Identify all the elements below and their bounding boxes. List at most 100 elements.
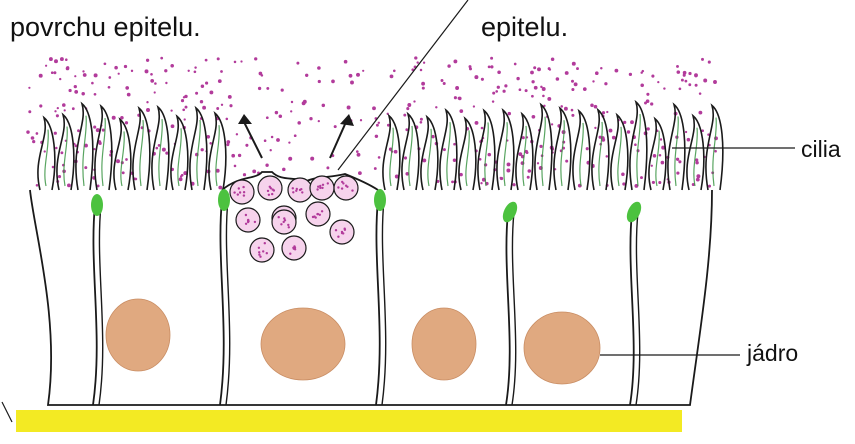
mucus-dot (595, 71, 599, 75)
mucus-dot (480, 182, 482, 184)
mucus-dot (528, 169, 532, 173)
granule-dot (327, 182, 329, 184)
granule-dot (243, 191, 245, 193)
mucus-dot (615, 69, 619, 73)
mucus-dot (683, 74, 686, 77)
mucus-dot (94, 93, 97, 96)
mucus-dot (49, 57, 53, 61)
mucus-dot (600, 67, 602, 69)
mucus-dot (651, 75, 654, 78)
mucus-dot (455, 86, 459, 90)
granule-dot (292, 191, 294, 193)
mucus-dot (413, 100, 415, 102)
mucus-dot (698, 111, 702, 115)
mucus-dot (454, 96, 457, 99)
mucus-dot (53, 71, 56, 74)
tight-junction (624, 199, 644, 224)
mucus-dot (356, 73, 360, 77)
cilium-core (390, 128, 393, 186)
mucus-dot (347, 106, 351, 110)
mucus-dot (181, 174, 184, 177)
mucus-dot (182, 108, 185, 111)
cilium-core (45, 130, 48, 186)
mucus-dot (350, 81, 354, 85)
mucus-dot (44, 150, 46, 152)
mucus-dot (678, 160, 681, 163)
mucus-dot (318, 80, 321, 83)
mucus-dot (695, 75, 698, 78)
mucus-dot (571, 88, 574, 91)
mucus-dot (122, 171, 125, 174)
mucus-dot (226, 143, 229, 146)
mucus-dot (226, 118, 229, 121)
granule-dot (258, 251, 260, 253)
cell-walls (2, 190, 712, 432)
mucus-dot (356, 150, 359, 153)
mucus-dot (376, 124, 379, 127)
granule-dot (321, 210, 323, 212)
mucus-dot (503, 90, 506, 93)
mucus-dot (549, 68, 551, 70)
mucus-dot (531, 95, 534, 98)
mucus-dot (264, 139, 267, 142)
caption-left: povrchu epitelu. (10, 12, 201, 43)
mucus-dot (560, 105, 563, 108)
mucus-dot (317, 66, 321, 70)
mucus-dot (458, 97, 462, 101)
mucus-dot (537, 162, 539, 164)
granule-dot (341, 232, 343, 234)
mucus-dot (708, 61, 711, 64)
mucus-dot (150, 79, 154, 83)
basement-membrane (16, 410, 682, 432)
mucus-dot (39, 74, 43, 78)
mucus-dot (179, 177, 183, 181)
mucus-dot (91, 82, 94, 85)
mucus-dot (252, 170, 256, 174)
mucus-dot (318, 120, 320, 122)
mucus-dot (54, 132, 57, 135)
mucus-dot (534, 86, 538, 90)
mucus-dot (266, 116, 269, 119)
mucus-dot (547, 97, 551, 101)
mucus-dot (184, 118, 186, 120)
mucus-dot (209, 142, 212, 145)
mucus-dot (469, 65, 472, 68)
granule-dot (271, 193, 273, 195)
mucus-dot (36, 184, 39, 187)
cilium-core (216, 125, 219, 186)
mucus-dot (131, 70, 133, 72)
mucus-dot (473, 105, 475, 107)
granule-dot (316, 188, 318, 190)
mucus-dot (60, 151, 63, 154)
mucus-dot (660, 138, 662, 140)
mucus-dot (696, 178, 700, 182)
mucus-dot (205, 59, 208, 62)
mucus-dot (146, 59, 149, 62)
mucus-dot (290, 110, 292, 112)
mucus-dot (634, 143, 637, 146)
mucus-dot (659, 154, 662, 157)
secretion-arrowhead (238, 114, 252, 124)
cilium-core (102, 118, 105, 186)
mucus-dot (146, 108, 150, 112)
mucus-dot (82, 70, 84, 72)
mucus-dot (357, 153, 361, 157)
leader-lines (338, 0, 795, 355)
mucus-dot (441, 79, 444, 82)
mucus-dot (108, 76, 111, 79)
mucus-dot (687, 138, 691, 142)
mucus-dot (271, 136, 274, 139)
secretory-granule (250, 238, 274, 262)
mucus-dot (676, 158, 679, 161)
cilium-core (675, 116, 678, 186)
mucus-dot (606, 155, 609, 158)
mucus-dot (236, 133, 238, 135)
mucus-dot (417, 61, 419, 63)
granule-dot (258, 254, 260, 256)
mucus-dot (507, 162, 511, 166)
mucus-dot (703, 79, 707, 83)
mucus-dot (481, 78, 484, 81)
mucus-dot (564, 107, 568, 111)
mucus-dot (527, 176, 530, 179)
